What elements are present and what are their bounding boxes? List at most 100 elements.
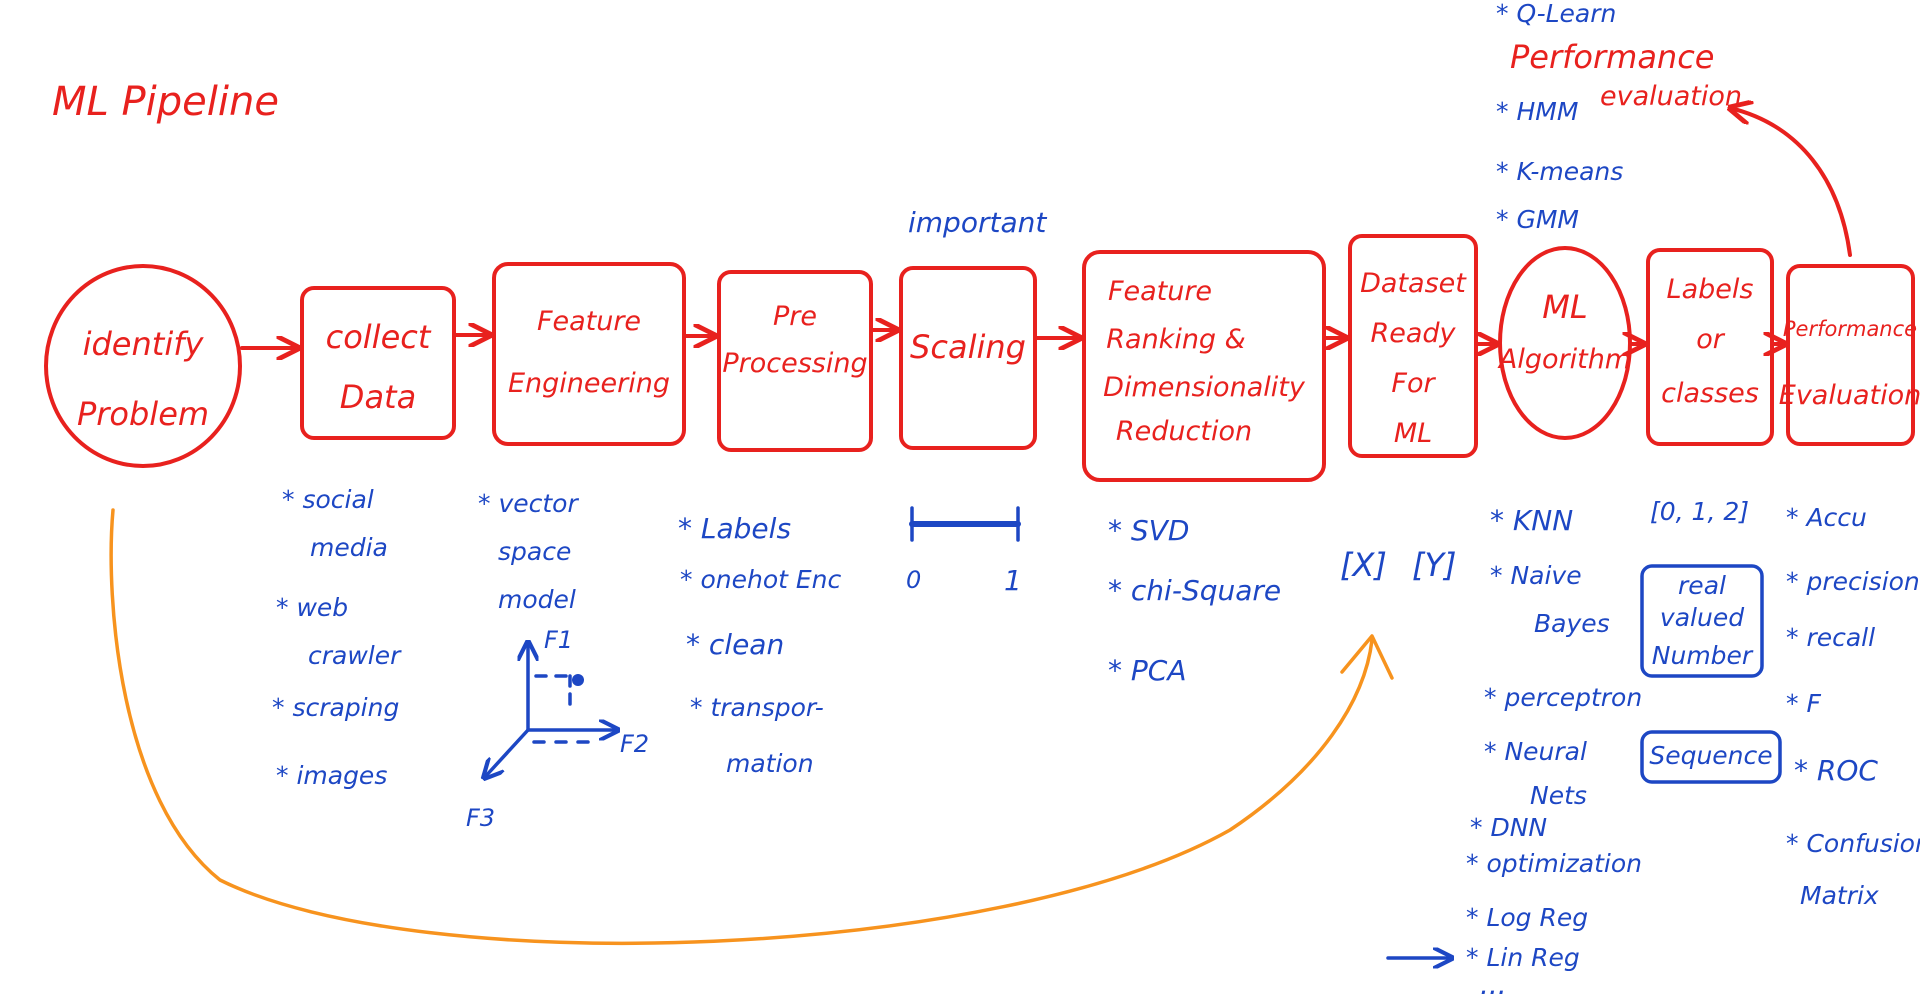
note-matrix: Matrix: [1800, 881, 1879, 910]
stage-algorithm-shape: [1498, 246, 1632, 440]
note-log-reg: * Log Reg: [1466, 903, 1588, 932]
loop-arrow-head: [1340, 634, 1394, 680]
axis-label-f2: F2: [620, 730, 649, 758]
note-knn: * KNN: [1490, 504, 1573, 537]
stage-dataset-line2: Ready: [1370, 318, 1456, 349]
note-roc: * ROC: [1794, 754, 1878, 787]
stage-algorithm-line1: ML: [1542, 288, 1587, 326]
stage-perf-line1: Performance: [1783, 317, 1917, 341]
note-pca: * PCA: [1108, 654, 1187, 687]
stage-preprocess: Pre Processing: [717, 270, 873, 452]
note-labels: * Labels: [678, 512, 791, 545]
axis-label-f3: F3: [466, 804, 495, 832]
note-bayes: Bayes: [1534, 609, 1610, 638]
note-media: media: [310, 533, 388, 562]
flow-arrows: [240, 108, 1852, 348]
notes-algorithm-bottom: * KNN * Naive Bayes * perceptron * Neura…: [1386, 504, 1642, 1001]
notes-feature-eng: * vector space model: [478, 489, 579, 614]
bracket-real-valued: [1640, 564, 1764, 678]
note-lin-reg: * Lin Reg: [1466, 943, 1580, 972]
stage-feature-eng-line1: Feature: [537, 306, 641, 337]
note-naive: * Naive: [1490, 561, 1582, 590]
note-k-means: * K-means: [1496, 157, 1623, 186]
scaling-range-sketch: 0 1: [906, 506, 1022, 597]
notes-collect: * social media * web crawler * scraping …: [272, 485, 402, 790]
axis-label-f1: F1: [544, 626, 573, 654]
bracket-sequence: [1640, 730, 1782, 784]
note-crawler: crawler: [308, 641, 402, 670]
stage-labels-line3: classes: [1661, 378, 1759, 409]
stage-scaling: Scaling: [899, 266, 1037, 450]
stage-perf: Performance Evaluation: [1779, 264, 1920, 446]
note-scraping: * scraping: [272, 693, 399, 722]
note-x-matrix: [X]: [1340, 546, 1387, 584]
stage-ranking-line4: Reduction: [1116, 416, 1252, 447]
stage-scaling-shape: [899, 266, 1037, 450]
note-model: model: [498, 585, 576, 614]
stage-algorithm-line2: Algorithm: [1497, 344, 1631, 375]
note-perf-eval-line1: Performance: [1510, 38, 1714, 76]
note-clean: * clean: [686, 628, 784, 661]
note-nets: Nets: [1530, 781, 1587, 810]
note-y-vector: [Y]: [1412, 546, 1457, 584]
stage-preprocess-line2: Processing: [722, 348, 867, 379]
note-important: important: [908, 206, 1047, 239]
note-real: real: [1678, 571, 1726, 600]
note-vector: * vector: [478, 489, 579, 518]
stage-labels-line2: or: [1696, 324, 1726, 355]
stage-ranking-line2: Ranking &: [1106, 324, 1245, 355]
stage-collect-line1: collect: [326, 318, 432, 356]
note-recall: * recall: [1786, 623, 1875, 652]
notes-labels: [0, 1, 2] real valued Number Sequence: [1640, 497, 1782, 784]
stage-ranking: Feature Ranking & Dimensionality Reducti…: [1082, 250, 1326, 482]
stage-collect-line2: Data: [340, 378, 416, 416]
note-web: * web: [276, 593, 348, 622]
note-neural: * Neural: [1484, 737, 1587, 766]
arrow-perf-evaluation-note: [1730, 108, 1852, 257]
stage-dataset-line3: For: [1391, 368, 1436, 399]
feature-axes-sketch: F1 F2 F3: [466, 626, 649, 832]
diagram-title: ML Pipeline: [52, 79, 279, 125]
loop-arrow: [109, 508, 1374, 945]
note-accuracy: * Accu: [1786, 503, 1867, 532]
note-chi-square: * chi-Square: [1108, 574, 1281, 607]
stage-labels: Labels or classes: [1646, 248, 1774, 446]
stage-collect-shape: [300, 286, 456, 440]
stage-feature-eng-line2: Engineering: [508, 368, 670, 399]
note-dnn: * DNN: [1470, 813, 1547, 842]
note-precision: * precision: [1786, 567, 1920, 596]
note-perceptron: * perceptron: [1484, 683, 1642, 712]
stage-ranking-shape: [1082, 250, 1326, 482]
note-hmm: * HMM: [1496, 97, 1578, 126]
notes-dataset: [X] [Y]: [1340, 546, 1457, 584]
stage-ranking-line3: Dimensionality: [1103, 372, 1306, 403]
axis-f3: [484, 728, 530, 778]
note-valued: valued: [1660, 603, 1744, 632]
stage-dataset: Dataset Ready For ML: [1348, 234, 1478, 458]
note-ellipsis: ...: [1480, 968, 1507, 1001]
range-label-max: 1: [1004, 564, 1022, 597]
stage-identify-shape: [44, 264, 242, 468]
stage-ranking-line1: Feature: [1108, 276, 1212, 307]
note-number: Number: [1652, 641, 1754, 670]
note-perf-eval-line2: evaluation: [1600, 81, 1742, 112]
note-svd: * SVD: [1108, 514, 1189, 547]
stage-dataset-line1: Dataset: [1360, 268, 1467, 299]
stage-collect: collect Data: [300, 286, 456, 440]
stage-perf-shape: [1786, 264, 1915, 446]
stage-dataset-line4: ML: [1394, 418, 1432, 449]
stage-perf-line2: Evaluation: [1779, 380, 1920, 411]
stage-identify: identify Problem: [44, 264, 242, 468]
note-discrete-classes: [0, 1, 2]: [1650, 497, 1749, 526]
stage-scaling-line1: Scaling: [910, 328, 1026, 366]
notes-ranking: * SVD * chi-Square * PCA: [1108, 514, 1281, 687]
note-space: space: [498, 537, 571, 566]
note-gmm: * GMM: [1496, 205, 1579, 234]
note-optimization: * optimization: [1466, 849, 1642, 878]
note-sequence: Sequence: [1649, 741, 1772, 770]
stage-preprocess-line1: Pre: [773, 301, 817, 332]
notes-perf: * Accu * precision * recall * F * ROC * …: [1786, 503, 1920, 910]
note-onehot: * onehot Enc: [680, 565, 841, 594]
stage-labels-line1: Labels: [1667, 274, 1754, 305]
